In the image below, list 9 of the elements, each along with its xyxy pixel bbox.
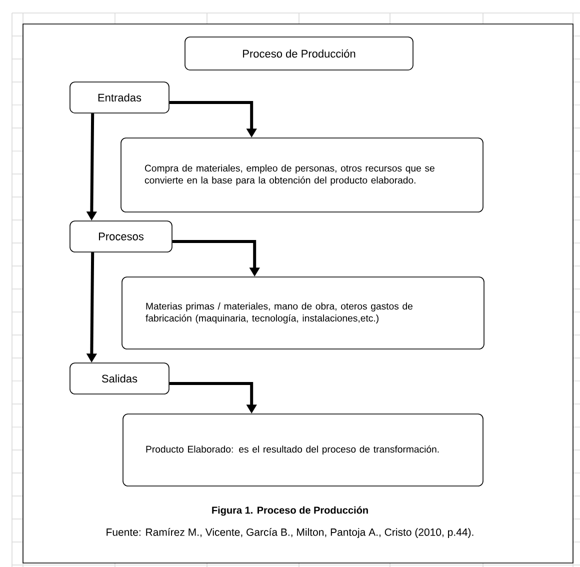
source-note: Fuente: Ramírez M., Vicente, García B., Milton, Pantoja A., Cristo (2010, p.44). <box>106 528 474 538</box>
description-box: Producto Elaborado: es el resultado del proceso de transformación. <box>122 414 484 486</box>
stage-box: Procesos <box>70 220 172 252</box>
stage-box: Salidas <box>70 362 170 394</box>
stage-box: Entradas <box>70 82 170 114</box>
caption: Figura 1. Proceso de Producción <box>212 506 368 516</box>
description-box: Compra de materiales, empleo de personas, otros recursos que se convierte en la base para la obtención del producto elaborado. <box>120 138 484 212</box>
title-box: Proceso de Producción <box>184 36 414 70</box>
description-box: Materias primas / materiales, mano de obra, oteros gastos de fabricación (maquinaria, tecnología, instalaciones,etc.) <box>122 276 484 350</box>
